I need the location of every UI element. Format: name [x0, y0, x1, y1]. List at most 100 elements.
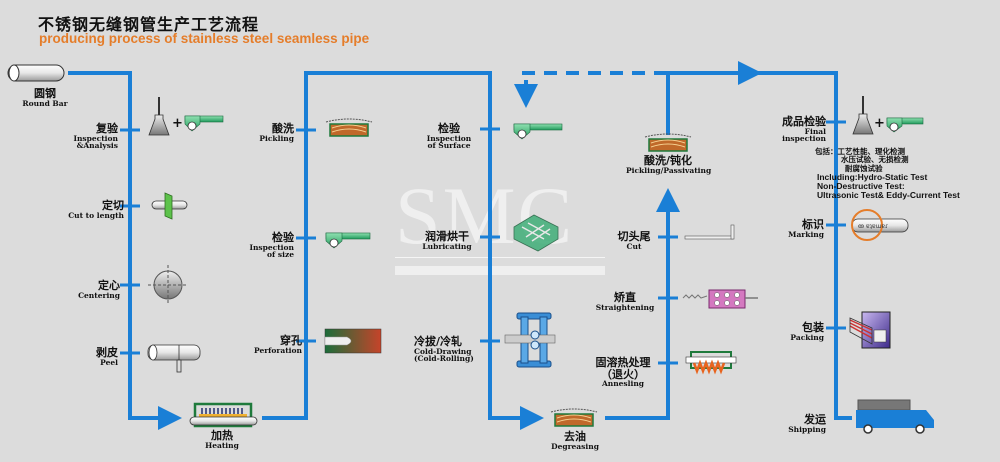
- final-inspection-note: 包括：工艺性能、理化检测 水压试验、无损检测 耐腐蚀试验 Including:H…: [815, 147, 960, 201]
- step-label-en: Heating: [205, 440, 239, 450]
- flow-line-col1: [68, 71, 182, 430]
- pickling-tank-icon: [325, 118, 373, 137]
- package-icon: [849, 311, 891, 349]
- step-label-cn: 标识: [802, 218, 824, 231]
- step-label-en: Centering: [78, 290, 120, 300]
- annealing-furnace-icon: [685, 351, 737, 375]
- step-label-en: Annesling: [601, 379, 645, 389]
- watermark-bar: [395, 266, 605, 275]
- caliper-icon: [513, 123, 563, 140]
- drying-rack-icon: [513, 214, 559, 252]
- step-shipping: 发运 Shipping: [776, 414, 826, 433]
- watermark-line: [395, 257, 605, 258]
- step-label-cn: 圆钢: [34, 87, 56, 100]
- step-label-en: Final inspection: [782, 126, 826, 144]
- step-cut-to-length: 定切 Cut to length: [50, 200, 124, 219]
- note-line-en: Including:Hydro-Static Test: [817, 171, 928, 182]
- step-pickling-passivating: 酸洗/钝化 Pickling/Passivating: [626, 154, 712, 175]
- straightener-icon: [682, 289, 758, 309]
- furnace-icon: [189, 402, 258, 428]
- step-degreasing: 去油 Degreasing: [545, 431, 605, 450]
- step-label-en: Packing: [790, 332, 824, 342]
- svg-text:+: +: [172, 116, 183, 131]
- cutter-icon: [151, 192, 188, 220]
- step-label-en: Round Bar: [22, 98, 68, 108]
- step-final-inspection: 成品检验 Final inspection: [760, 116, 826, 143]
- step-label-cn: 酸洗: [272, 122, 294, 135]
- step-straightening: 矫直 Straightening: [594, 292, 656, 311]
- step-label-cn: 加热: [211, 429, 233, 442]
- step-lubricating: 润滑烘干 Lubricating: [416, 231, 478, 250]
- rolling-mill-icon: [504, 312, 556, 368]
- step-marking: 标识 Marking: [776, 219, 824, 238]
- title-english: producing process of stainless steel sea…: [39, 31, 370, 46]
- step-centering: 定心 Centering: [60, 280, 120, 299]
- step-cut: 切头尾 Cut: [612, 231, 656, 250]
- step-label-cn: 冷拔/冷轧: [414, 335, 463, 348]
- caliper-icon: [325, 232, 371, 249]
- step-label-cn: （退火）: [601, 367, 645, 381]
- note-line-cn: 水压试验、无损检测: [841, 155, 909, 165]
- step-label-en: Straightening: [595, 302, 655, 312]
- step-label-en: Shipping: [788, 424, 826, 434]
- flow-line-col5: [752, 71, 852, 420]
- step-label-en: Cold-Drawing: [414, 346, 472, 356]
- step-label-cn: 剥皮: [96, 346, 118, 359]
- round-bar-icon: [7, 64, 65, 82]
- flask-caliper-icon: +: [148, 97, 224, 136]
- step-label-cn: 穿孔: [280, 334, 302, 347]
- step-label-cn: 成品检验: [782, 115, 826, 128]
- marking-text: ꙭ ɐʇɐɯɐɾ: [858, 223, 888, 230]
- step-pickling: 酸洗 Pickling: [236, 123, 294, 142]
- step-label-en: Inspection: [73, 133, 118, 143]
- step-label-en: Marking: [788, 229, 824, 239]
- step-label-en: Perforation: [254, 345, 302, 355]
- step-label-en: Pickling: [259, 133, 294, 143]
- step-label-en: Lubricating: [422, 241, 472, 251]
- step-perforation: 穿孔 Perforation: [236, 335, 302, 354]
- peeling-icon: [147, 344, 201, 373]
- marking-icon: ꙭ ɐʇɐɯɐɾ: [851, 209, 909, 241]
- step-label-en: Cut to length: [68, 210, 124, 220]
- degreasing-tank-icon: [550, 408, 598, 427]
- note-line-cn: 耐腐蚀试验: [845, 163, 883, 173]
- step-label-cn: 固溶热处理: [595, 356, 651, 369]
- note-line-cn: 包括：工艺性能、理化检测: [815, 147, 905, 156]
- step-label-en: Degreasing: [551, 441, 599, 451]
- step-label-en: Inspection: [426, 133, 472, 143]
- note-line-en: Ultrasonic Test& Eddy-Current Test: [817, 190, 960, 201]
- title-chinese: 不锈钢无缝钢管生产工艺流程: [38, 15, 260, 34]
- step-label-cn: 酸洗/钝化: [643, 154, 693, 167]
- svg-text:+: +: [874, 116, 885, 131]
- step-label-en: Peel: [100, 357, 118, 367]
- flow-line-col4-top: [666, 61, 762, 135]
- step-label-cn: 发运: [804, 413, 826, 426]
- step-label-en: Pickling/Passivating: [626, 165, 712, 175]
- crosshair-icon: [148, 265, 188, 305]
- flow-ticks: [120, 120, 846, 365]
- step-inspection-surface: 检验 Inspection of Surface: [420, 123, 478, 150]
- step-label-en: Cut: [626, 241, 642, 251]
- step-label-cn: 复验: [96, 122, 118, 135]
- piercing-icon: [324, 328, 382, 354]
- step-label-cn: 定心: [98, 279, 120, 292]
- step-label-en: &Analysis: [76, 141, 118, 151]
- step-label-en: of size: [267, 250, 294, 260]
- truck-icon: [856, 399, 934, 434]
- flow-line-col4: [605, 188, 680, 420]
- step-cold-drawing: 冷拔/冷轧 Cold-Drawing (Cold-Rolling): [414, 336, 474, 363]
- step-label-cn: 定切: [102, 199, 124, 212]
- flow-line-col2: [262, 71, 544, 430]
- step-inspection-analysis: 复验 Inspection &Analysis: [60, 123, 118, 150]
- step-peel: 剥皮 Peel: [60, 347, 118, 366]
- step-label-en: of Surface: [427, 141, 471, 151]
- pipe-end-cut-icon: [684, 224, 735, 240]
- flask-caliper-icon: +: [852, 96, 924, 135]
- step-label-cn: 润滑烘干: [425, 230, 469, 243]
- note-line-en: Non-Destructive Test:: [817, 181, 905, 192]
- flow-lines: [68, 61, 852, 430]
- step-label-en: (Cold-Rolling): [414, 354, 474, 364]
- step-annealing: 固溶热处理 （退火） Annesling: [588, 357, 658, 388]
- step-label-cn: 矫直: [614, 291, 636, 304]
